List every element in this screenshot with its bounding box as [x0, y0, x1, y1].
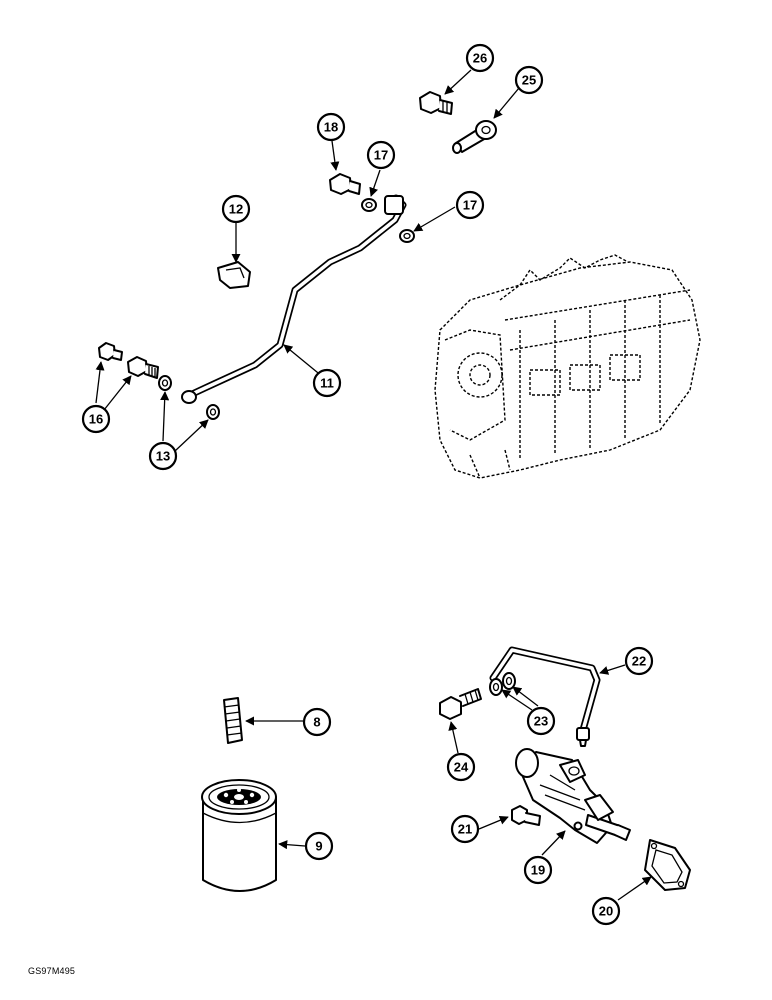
- leader-13b: [174, 419, 209, 452]
- leader-16a: [95, 361, 105, 404]
- leader-23a: [501, 689, 533, 711]
- callout-label: 11: [320, 376, 334, 391]
- bolt-16-lower: [127, 356, 159, 379]
- washer-17-lower: [399, 229, 415, 243]
- callout-label: 20: [599, 904, 613, 919]
- leader-22: [599, 664, 626, 675]
- callout-21: 21: [450, 814, 480, 844]
- callout-label: 17: [463, 198, 477, 213]
- washer-23-right: [502, 672, 516, 690]
- callout-22: 22: [624, 646, 654, 676]
- callout-label: 22: [632, 654, 646, 669]
- leader-13a: [160, 391, 170, 442]
- callout-label: 23: [534, 714, 548, 729]
- callout-label: 18: [324, 120, 338, 135]
- bolt-21: [511, 805, 541, 826]
- callout-16: 16: [81, 404, 111, 434]
- washer-23-left: [489, 678, 503, 696]
- stud-8: [223, 697, 243, 744]
- leader-24: [448, 721, 459, 754]
- callout-label: 13: [156, 449, 170, 464]
- leader-17b: [413, 206, 456, 232]
- callout-12: 12: [221, 194, 251, 224]
- fuel-line-22: [489, 646, 601, 747]
- leader-9: [278, 840, 306, 850]
- callout-label: 19: [531, 863, 545, 878]
- callout-17-upper: 17: [366, 140, 396, 170]
- clamp-12: [217, 261, 251, 289]
- banjo-fitting-25: [452, 120, 497, 154]
- callout-13: 13: [148, 441, 178, 471]
- leader-20: [617, 876, 652, 901]
- banjo-bolt-18: [329, 173, 361, 195]
- callout-26: 26: [465, 43, 495, 73]
- washer-17-upper: [361, 198, 377, 212]
- engine-block-outline: [434, 254, 701, 479]
- callout-label: 12: [229, 202, 243, 217]
- fuel-lift-pump-19: [515, 748, 631, 844]
- callout-label: 16: [89, 412, 103, 427]
- washer-13-upper: [158, 375, 172, 391]
- banjo-bolt-26: [419, 91, 453, 115]
- leader-11: [283, 344, 324, 378]
- callout-8: 8: [302, 707, 332, 737]
- callout-24: 24: [446, 752, 476, 782]
- callout-label: 17: [374, 148, 388, 163]
- callout-17-lower: 17: [455, 190, 485, 220]
- callout-label: 26: [473, 51, 487, 66]
- callout-18: 18: [316, 112, 346, 142]
- leader-21: [478, 815, 509, 830]
- bolt-16-upper: [98, 342, 123, 361]
- callout-20: 20: [591, 896, 621, 926]
- banjo-bolt-24: [439, 688, 482, 720]
- callout-11: 11: [312, 368, 342, 398]
- figure-code: GS97M495: [28, 966, 76, 976]
- callout-9: 9: [304, 831, 334, 861]
- callout-19: 19: [523, 855, 553, 885]
- callout-label: 9: [315, 839, 322, 854]
- callout-25: 25: [514, 65, 544, 95]
- callout-label: 21: [458, 822, 472, 837]
- callout-label: 8: [313, 715, 320, 730]
- leader-26: [444, 69, 472, 95]
- leader-25: [493, 87, 520, 119]
- callout-label: 24: [454, 760, 469, 775]
- leader-18: [330, 140, 340, 171]
- leader-23b: [512, 686, 539, 707]
- callout-23: 23: [526, 706, 556, 736]
- fuel-filter-9: [201, 779, 277, 892]
- leader-19: [541, 830, 566, 856]
- fuel-line-11: [181, 194, 407, 404]
- leader-16b: [103, 375, 132, 411]
- gasket-20: [644, 839, 691, 891]
- washer-13-lower: [206, 404, 220, 420]
- callout-label: 25: [522, 73, 536, 88]
- leader-17a: [369, 169, 381, 197]
